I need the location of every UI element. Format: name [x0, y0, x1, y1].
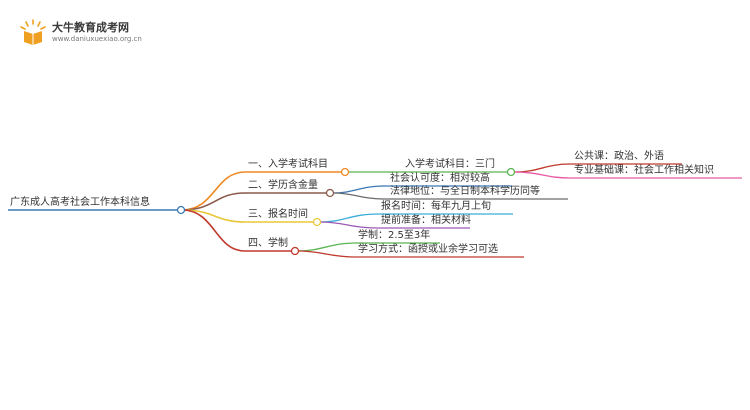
b1-grandchild-2-label[interactable]: 专业基础课：社会工作相关知识	[574, 165, 714, 176]
branch-2-label[interactable]: 二、学历含金量	[248, 180, 318, 191]
b3-child-2-label[interactable]: 提前准备：相关材料	[381, 215, 471, 226]
branch-4-label[interactable]: 四、学制	[248, 238, 288, 249]
book-logo-icon	[20, 19, 46, 45]
b1-grandchild-1-label[interactable]: 公共课：政治、外语	[574, 151, 664, 162]
brand-url: www.daniuxuexiao.org.cn	[52, 35, 142, 43]
edge-b2-c2	[332, 192, 568, 200]
branch-4-node-toggle	[290, 246, 300, 256]
edge-branch-1	[181, 171, 342, 211]
b2-child-1-label[interactable]: 社会认可度：相对较高	[390, 173, 490, 184]
b4-child-1-label[interactable]: 学制：2.5至3年	[358, 230, 431, 241]
edge-b1-gc2	[513, 171, 742, 179]
edge-b3-c2	[319, 221, 470, 229]
b1-child-label[interactable]: 入学考试科目：三门	[405, 159, 495, 170]
brand-logo[interactable]: 大牛教育成考网 www.daniuxuexiao.org.cn	[18, 17, 198, 49]
edge-b4-c2	[297, 250, 524, 258]
branch-1-node-toggle	[340, 167, 350, 177]
b4-child-2-label[interactable]: 学习方式：函授或业余学习可选	[358, 244, 498, 255]
mindmap-root[interactable]: 广东成人高考社会工作本科信息	[10, 197, 150, 208]
edge-branch-3	[181, 209, 314, 223]
b2-child-2-label[interactable]: 法律地位：与全日制本科学历同等	[390, 186, 540, 197]
edge-branch-4	[181, 209, 292, 252]
b3-child-1-label[interactable]: 报名时间：每年九月上旬	[381, 201, 491, 212]
branch-1-label[interactable]: 一、入学考试科目	[248, 159, 328, 170]
brand-name: 大牛教育成考网	[52, 21, 129, 34]
root-node-toggle	[176, 205, 186, 215]
branch-2-node-toggle	[325, 188, 335, 198]
b1-child-node-toggle	[506, 167, 516, 177]
edge-branch-2	[181, 192, 327, 211]
branch-3-node-toggle	[312, 217, 322, 227]
branch-3-label[interactable]: 三、报名时间	[248, 209, 308, 220]
